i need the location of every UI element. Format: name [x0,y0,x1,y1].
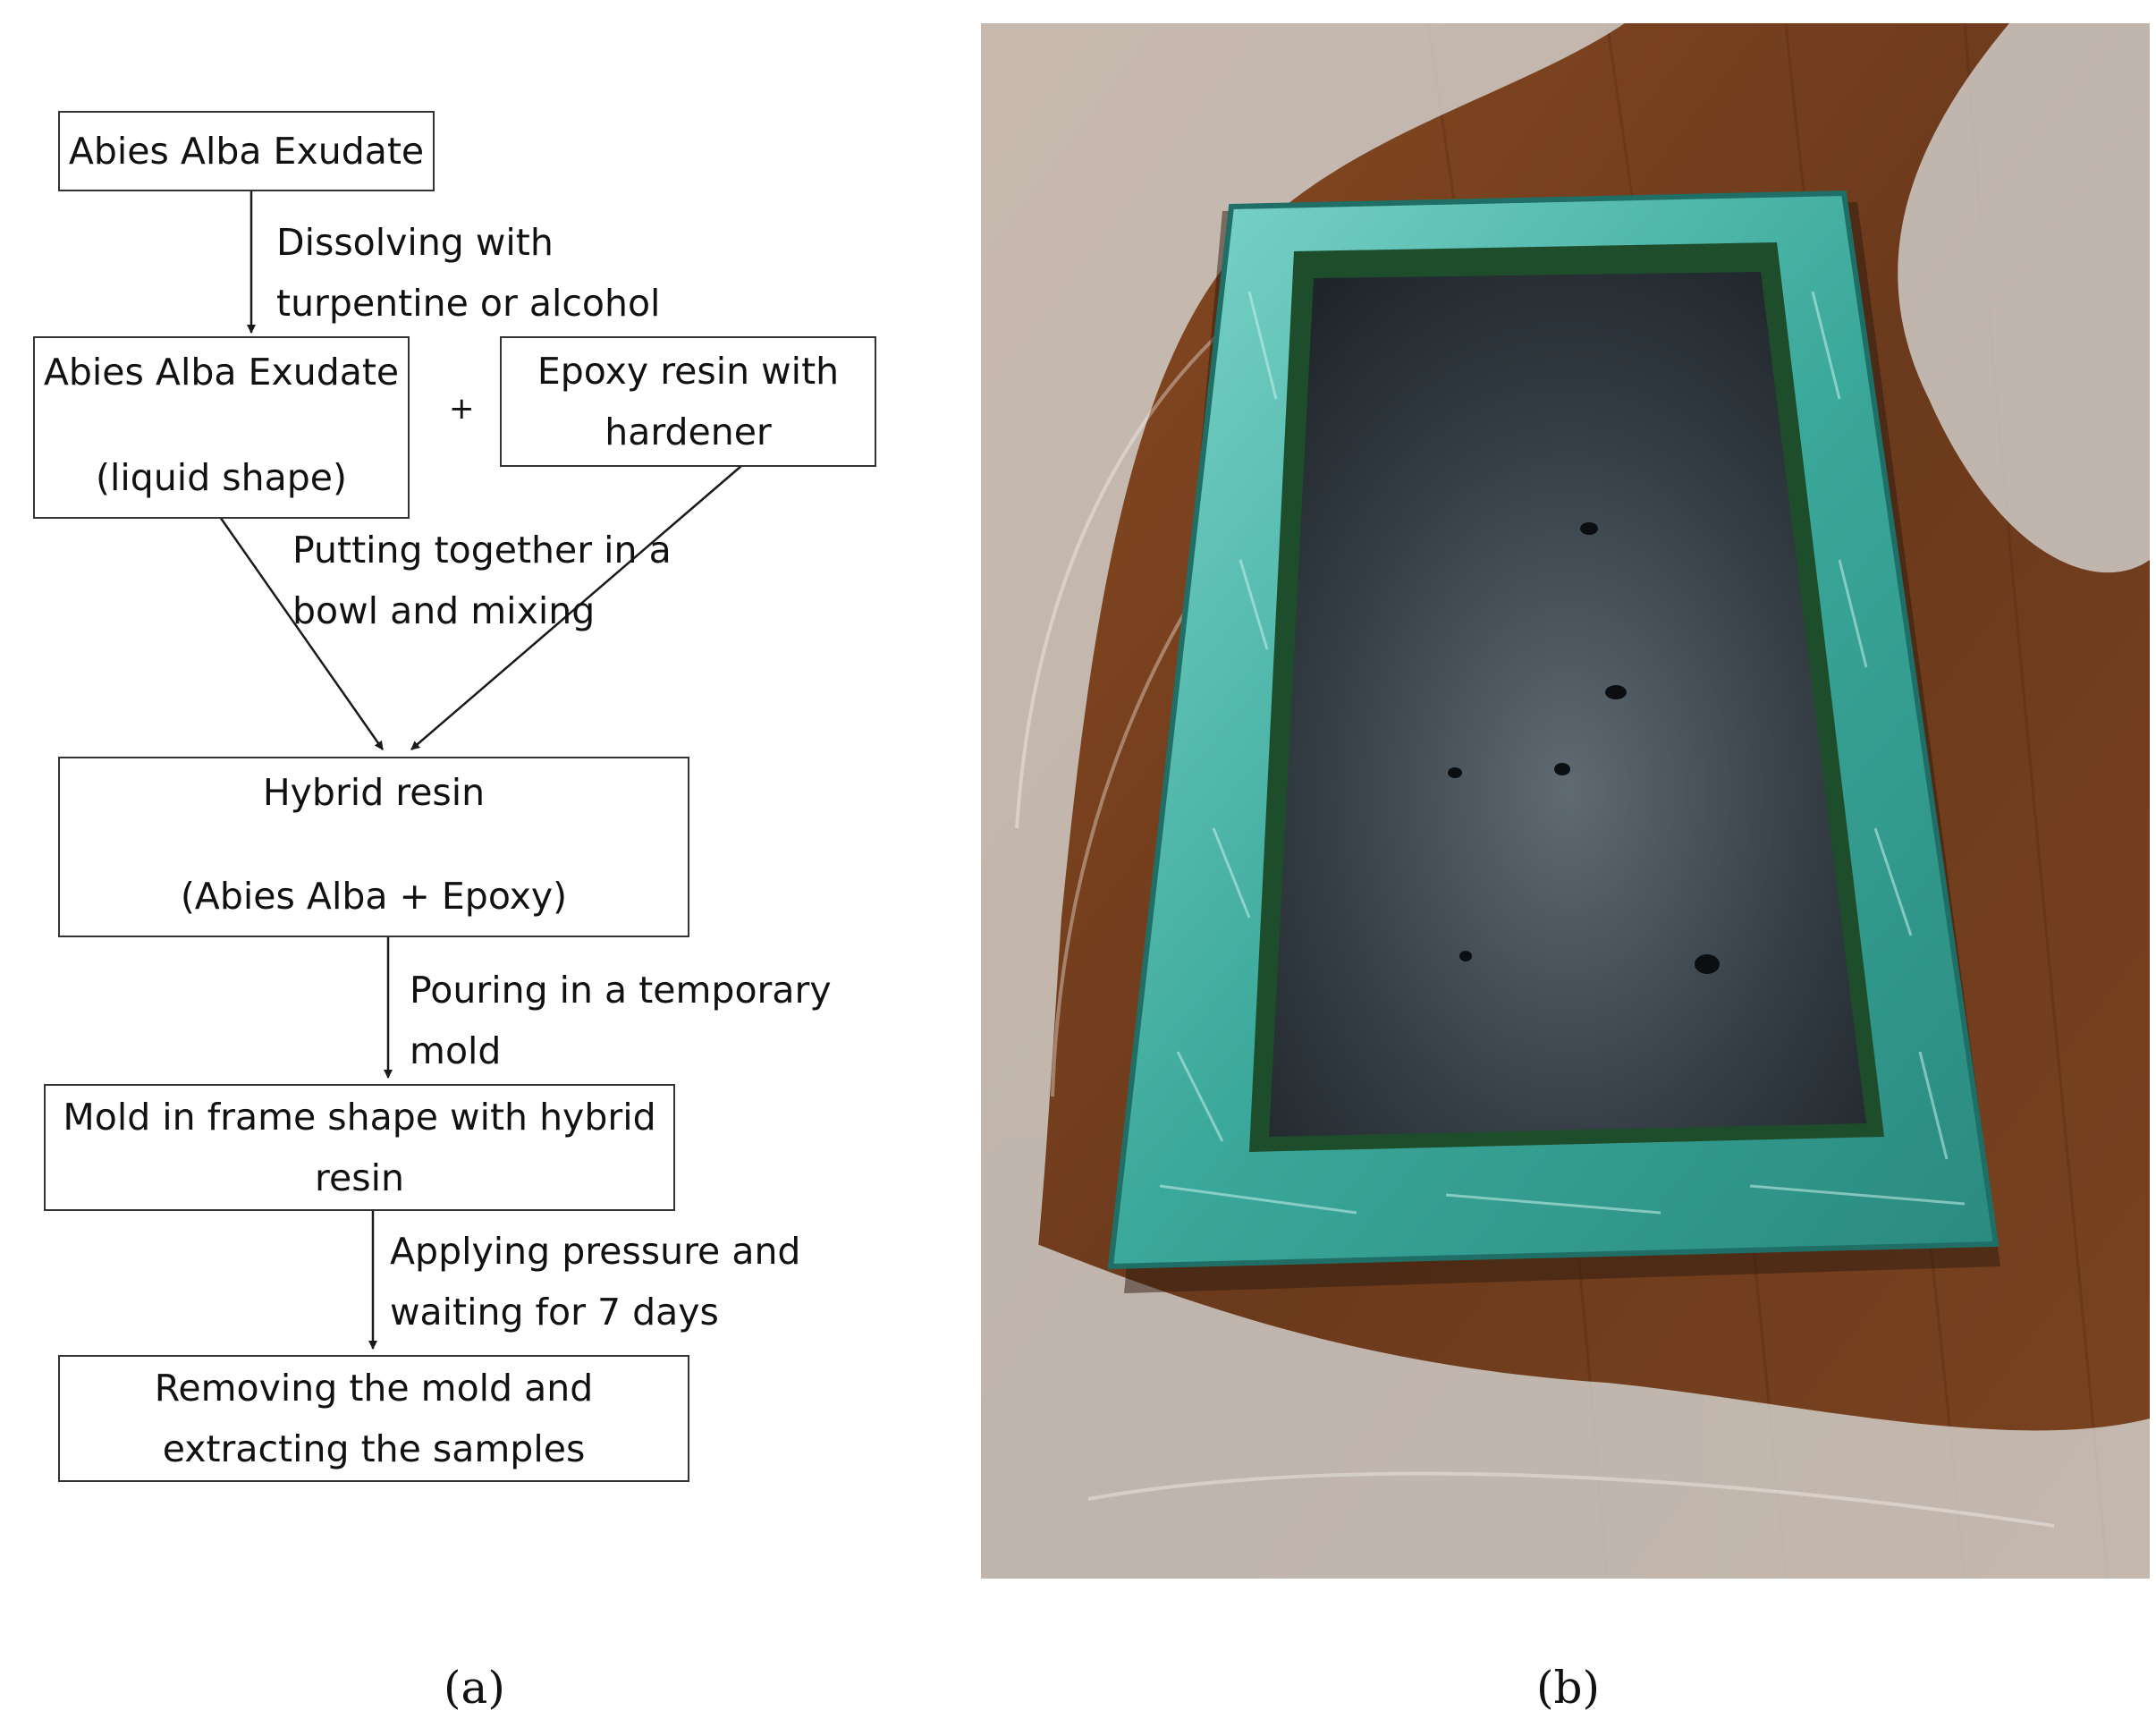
sample-mold-photo [981,23,2150,1579]
box-remove-mold: Removing the mold and extracting the sam… [58,1355,689,1482]
box-hybrid-resin: Hybrid resin (Abies Alba + Epoxy) [58,757,689,937]
box-hybrid-resin-line1: Hybrid resin [262,771,486,814]
plus-sign: + [449,391,475,427]
edge-label-pressure-line2: waiting for 7 days [390,1291,719,1334]
edge-label-dissolve-line2: turpentine or alcohol [276,282,661,325]
box-abies-alba-exudate: Abies Alba Exudate [58,111,435,191]
box-mold-frame: Mold in frame shape with hybrid resin [44,1084,675,1211]
box-abies-alba-exudate-label: Abies Alba Exudate [68,130,425,173]
panel-label-a: (a) [444,1662,505,1714]
edge-label-pressure-line1: Applying pressure and [390,1230,801,1273]
box-remove-mold-line2: extracting the samples [162,1427,586,1470]
arrow-epoxy-to-hybrid [410,465,742,750]
edge-label-pour: Pouring in a temporary mold [410,960,832,1081]
cured-sample-surface [1269,272,1866,1137]
box-mold-frame-line1: Mold in frame shape with hybrid [63,1096,656,1139]
resin-smear [981,23,2150,1579]
frame-texture [1159,291,1966,1215]
box-abies-alba-liquid: Abies Alba Exudate (liquid shape) [33,336,410,519]
flowchart-arrows [218,190,742,1350]
box-remove-mold-line1: Removing the mold and [154,1367,594,1410]
sample-voids [1448,522,1720,974]
edge-label-pressure: Applying pressure and waiting for 7 days [390,1221,800,1342]
edge-label-mix-line1: Putting together in a [292,529,672,572]
box-abies-alba-liquid-line2: (liquid shape) [96,456,347,499]
panel-label-b: (b) [1536,1662,1601,1714]
edge-label-pour-line1: Pouring in a temporary [410,969,832,1012]
box-epoxy-resin-line2: hardener [605,411,772,453]
box-mold-frame-line2: resin [315,1156,404,1199]
edge-label-mix-line2: bowl and mixing [292,589,596,632]
edge-label-dissolve-line1: Dissolving with [276,221,554,264]
box-hybrid-resin-line2: (Abies Alba + Epoxy) [180,875,568,918]
box-epoxy-resin: Epoxy resin with hardener [500,336,876,467]
edge-label-mix: Putting together in a bowl and mixing [292,520,672,641]
edge-label-pour-line2: mold [410,1029,502,1072]
arrow-liquid-to-hybrid [218,516,385,750]
box-abies-alba-liquid-line1: Abies Alba Exudate [43,351,400,394]
box-epoxy-resin-line1: Epoxy resin with [537,350,840,393]
edge-label-dissolve: Dissolving with turpentine or alcohol [276,212,660,334]
